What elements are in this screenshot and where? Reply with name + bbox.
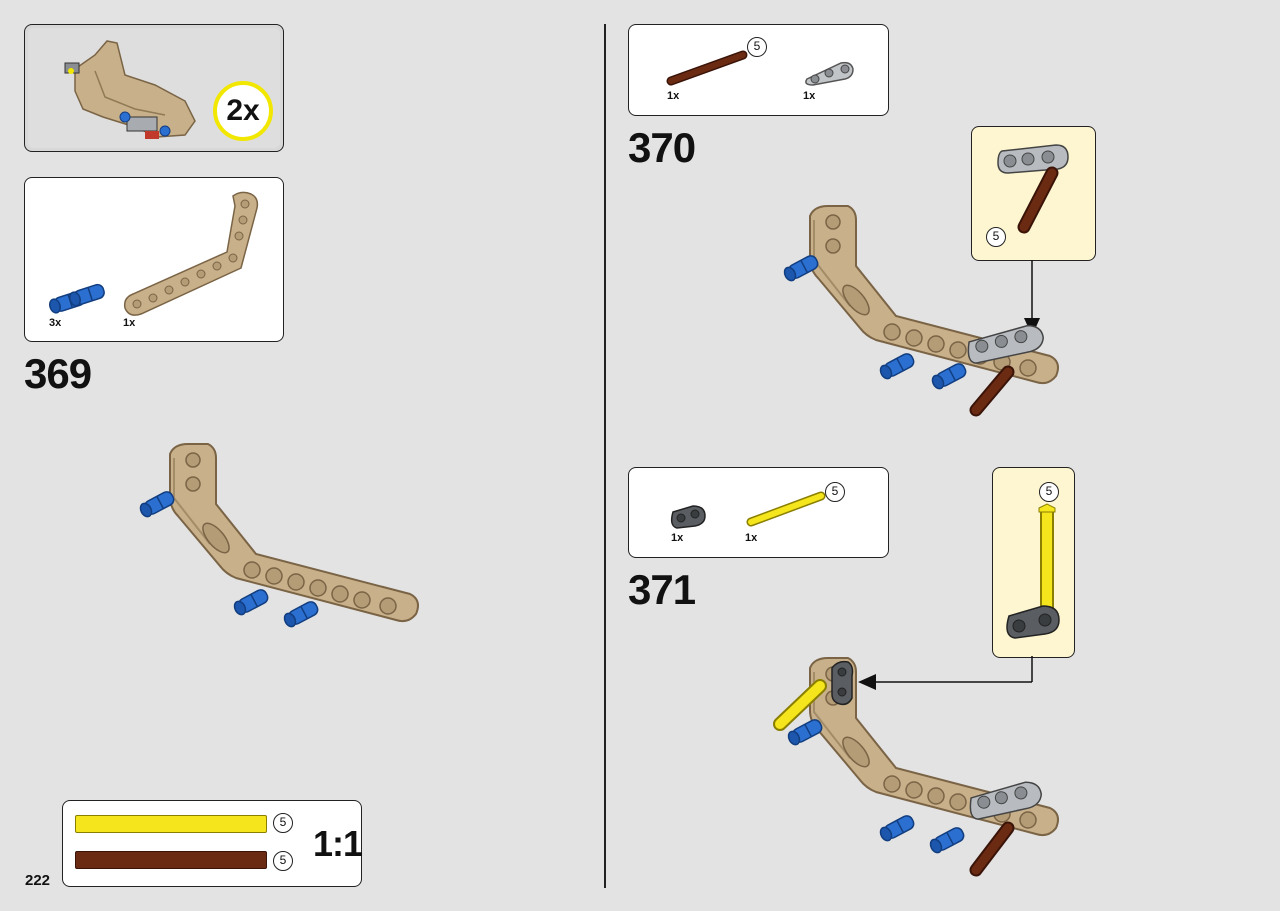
yellow-axle-scale xyxy=(75,815,267,833)
step-369-model-image xyxy=(137,443,419,630)
step-369-parts-box: 3x 1x xyxy=(24,177,284,342)
step-370-callout-image xyxy=(997,144,1069,234)
tan-beam-part-image xyxy=(123,191,259,316)
step-370-model-image xyxy=(781,205,1059,417)
step-370-part-1-length: 5 xyxy=(747,37,767,57)
yellow-axle-part-image xyxy=(746,491,826,527)
step-371-parts-box: 1x 5 1x xyxy=(628,467,889,558)
step-370-parts-box: 5 1x 1x xyxy=(628,24,889,116)
sub-assembly-panel: 2x xyxy=(24,24,284,152)
step-369-part-1-qty: 3x xyxy=(49,317,62,329)
step-371-part-1-qty: 1x xyxy=(671,532,684,544)
blue-pin-part-image xyxy=(47,282,107,315)
step-371-number: 371 xyxy=(628,566,696,613)
step-370-part-1-qty: 1x xyxy=(667,90,680,102)
yellow-axle-length: 5 xyxy=(273,813,293,833)
sub-assembly-model-image xyxy=(64,40,196,139)
multiplier-badge: 2x xyxy=(213,81,273,141)
step-370-part-2-qty: 1x xyxy=(803,90,816,102)
step-371-part-2-length: 5 xyxy=(825,482,845,502)
step-371-callout-image xyxy=(1006,503,1060,639)
page-divider xyxy=(604,24,606,888)
step-370-number: 370 xyxy=(628,124,696,171)
step-371-arrow xyxy=(858,656,1033,690)
scale-guide-box: 5 5 1:1 xyxy=(62,800,363,887)
step-371-model-image xyxy=(773,657,1059,877)
step-371-part-2-qty: 1x xyxy=(745,532,758,544)
step-370-callout-length: 5 xyxy=(986,227,1006,247)
dark-grey-connector-part-image xyxy=(670,505,706,529)
step-369-number: 369 xyxy=(24,350,92,397)
brown-axle-part-image xyxy=(666,50,748,86)
step-369-part-2-qty: 1x xyxy=(123,317,136,329)
scale-ratio: 1:1 xyxy=(313,823,363,864)
step-370-callout: 5 xyxy=(971,126,1096,261)
step-371-callout: 5 xyxy=(992,467,1075,658)
multiplier-text: 2x xyxy=(226,94,260,127)
grey-connector-part-image xyxy=(805,61,854,86)
brown-axle-scale xyxy=(75,851,267,869)
brown-axle-length: 5 xyxy=(273,851,293,871)
page-number: 222 xyxy=(25,872,51,889)
step-371-callout-length: 5 xyxy=(1039,482,1059,502)
